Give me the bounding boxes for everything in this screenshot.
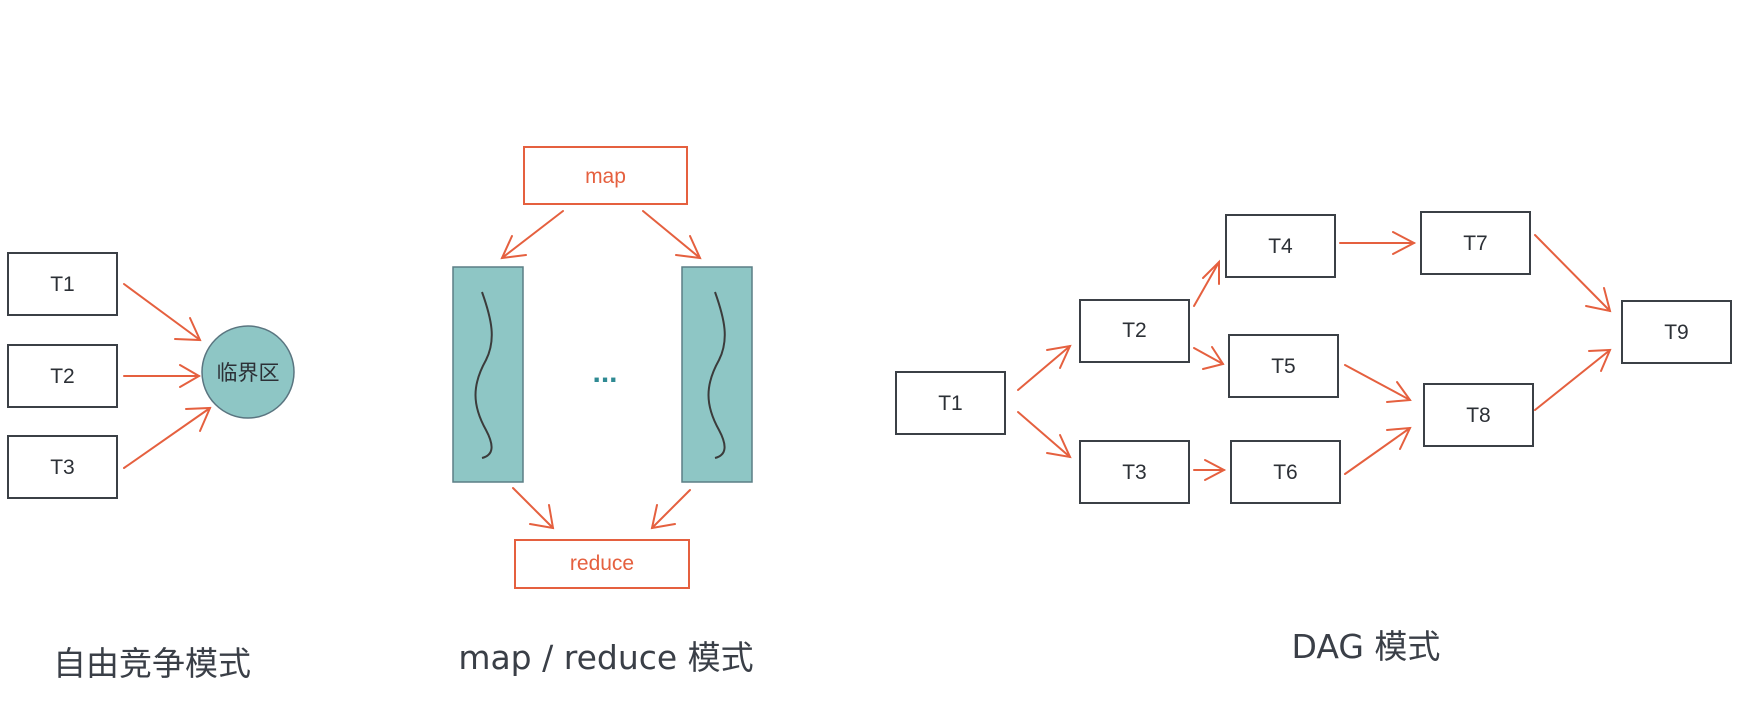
reduce-label: reduce (570, 552, 634, 575)
dag-label-t3: T3 (1122, 461, 1147, 484)
dag-label-t8: T8 (1466, 404, 1491, 427)
worker-column-left (452, 266, 524, 483)
caption-map-reduce: map / reduce 模式 (458, 638, 753, 677)
dag-node-t5 (1228, 334, 1339, 398)
dag-diagram: T1 T2 T3 T4 T5 T6 T7 T8 T9 (895, 211, 1732, 666)
dag-node-t3 (1079, 440, 1190, 504)
dag-label-t1: T1 (938, 392, 963, 415)
critical-section-circle (201, 325, 295, 419)
dag-node-t2 (1079, 299, 1190, 363)
dag-label-t6: T6 (1273, 461, 1298, 484)
dag-node-t4 (1225, 214, 1336, 278)
dag-label-t2: T2 (1122, 319, 1147, 342)
dag-label-t4: T4 (1268, 235, 1293, 258)
map-reduce-arrows (500, 210, 702, 530)
dag-label-t7: T7 (1463, 232, 1488, 255)
dag-label-t9: T9 (1664, 321, 1689, 344)
reduce-box (514, 539, 690, 589)
map-reduce-diagram: map ... reduce map / reduce 模式 (452, 146, 754, 677)
free-competition-diagram: T1 T2 T3 临界区 自由竞争模式 (7, 252, 295, 683)
task-label-t3: T3 (50, 456, 75, 479)
task-label-t2: T2 (50, 365, 75, 388)
caption-dag: DAG 模式 (1292, 627, 1441, 666)
task-box-t3 (7, 435, 118, 499)
arrows-to-critical-section (123, 283, 212, 469)
dag-label-t5: T5 (1271, 355, 1296, 378)
worker-thread-left (474, 291, 493, 459)
map-box (523, 146, 688, 205)
task-box-t2 (7, 344, 118, 408)
dag-node-t1 (895, 371, 1006, 435)
ellipsis-more-workers: ... (592, 356, 617, 389)
worker-column-right (681, 266, 753, 483)
critical-section-label: 临界区 (217, 362, 280, 385)
task-label-t1: T1 (50, 273, 75, 296)
dag-node-t6 (1230, 440, 1341, 504)
map-label: map (585, 165, 626, 188)
dag-node-t8 (1423, 383, 1534, 447)
dag-node-t7 (1420, 211, 1531, 275)
caption-free-competition: 自由竞争模式 (53, 644, 251, 683)
dag-edges (1017, 231, 1612, 481)
worker-thread-right (707, 291, 726, 459)
task-box-t1 (7, 252, 118, 316)
dag-node-t9 (1621, 300, 1732, 364)
